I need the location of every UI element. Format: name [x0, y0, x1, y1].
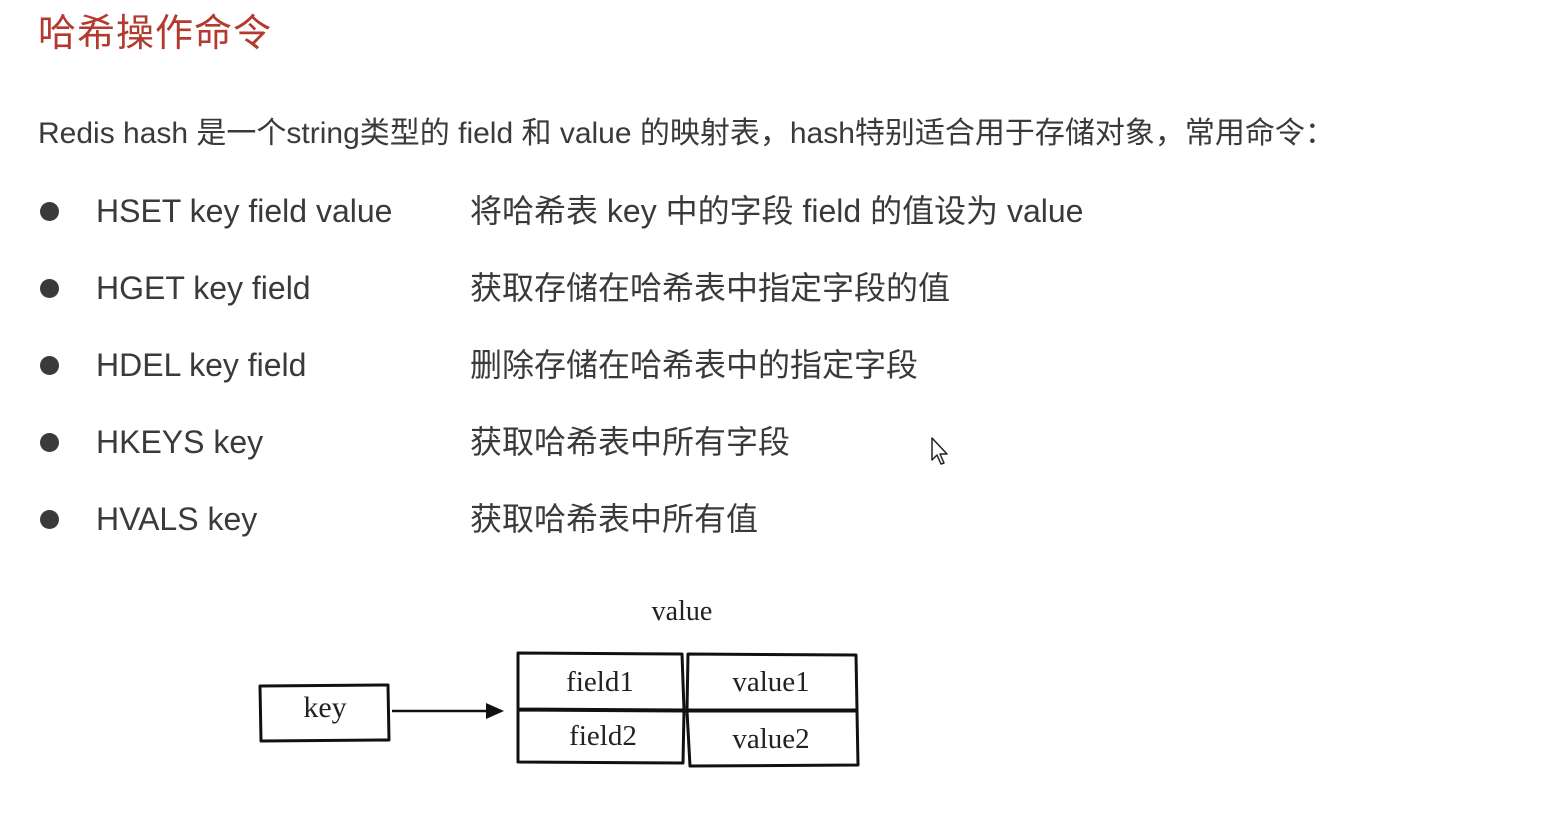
bullet-icon — [40, 202, 59, 221]
bullet-icon — [40, 356, 59, 375]
bullet-icon — [40, 510, 59, 529]
list-item: HSET key field value 将哈希表 key 中的字段 field… — [38, 186, 1338, 263]
command-description: 删除存储在哈希表中的指定字段 — [470, 347, 919, 383]
command-syntax: HKEYS key — [96, 424, 264, 460]
mouse-cursor-icon — [931, 437, 948, 465]
field-cell: field2 — [569, 720, 637, 752]
command-description: 获取哈希表中所有字段 — [470, 424, 791, 460]
hash-table: field1 value1 field2 value2 — [516, 651, 860, 768]
command-syntax: HGET key field — [96, 270, 311, 306]
command-description: 将哈希表 key 中的字段 field 的值设为 value — [470, 193, 1084, 229]
list-item: HGET key field 获取存储在哈希表中指定字段的值 — [38, 263, 1338, 340]
value-label: value — [652, 596, 713, 627]
command-list: HSET key field value 将哈希表 key 中的字段 field… — [38, 186, 1338, 571]
value-cell: value2 — [732, 723, 809, 755]
key-box: key — [258, 683, 391, 743]
list-item: HVALS key 获取哈希表中所有值 — [38, 494, 1338, 571]
page-title: 哈希操作命令 — [38, 13, 273, 55]
arrow-icon — [392, 703, 504, 719]
bullet-icon — [40, 279, 59, 298]
list-item: HDEL key field 删除存储在哈希表中的指定字段 — [38, 340, 1338, 417]
command-syntax: HVALS key — [96, 501, 258, 537]
list-item: HKEYS key 获取哈希表中所有字段 — [38, 417, 1338, 494]
command-description: 获取哈希表中所有值 — [470, 501, 759, 537]
value-cell: value1 — [732, 666, 809, 698]
field-cell: field1 — [566, 666, 634, 698]
intro-paragraph: Redis hash 是一个string类型的 field 和 value 的映… — [38, 117, 1335, 150]
command-syntax: HSET key field value — [96, 193, 393, 229]
bullet-icon — [40, 433, 59, 452]
command-description: 获取存储在哈希表中指定字段的值 — [470, 270, 951, 306]
hash-diagram: key value field1 value1 field2 value2 — [258, 596, 860, 768]
key-label: key — [303, 691, 346, 724]
command-syntax: HDEL key field — [96, 347, 307, 383]
